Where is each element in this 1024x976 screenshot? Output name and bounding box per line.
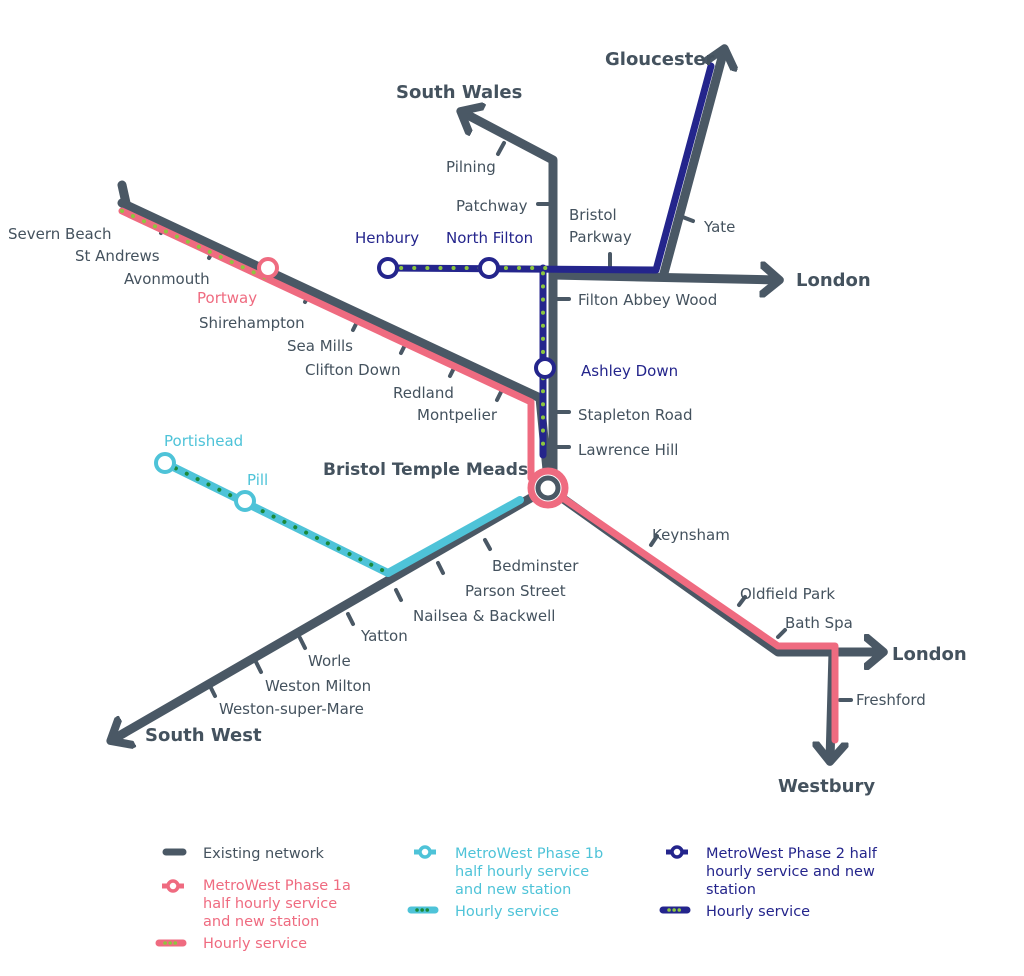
station-freshford[interactable]: Freshford xyxy=(856,691,926,709)
legend: Existing network MetroWest Phase 1a half… xyxy=(155,845,878,952)
station-portishead[interactable]: Portishead xyxy=(164,432,243,450)
legend-phase1b-icon xyxy=(414,845,436,859)
phase1a-lines xyxy=(118,207,839,744)
dest-south-west: South West xyxy=(145,725,262,746)
new-stations xyxy=(154,257,569,512)
station-pilning[interactable]: Pilning xyxy=(446,158,496,176)
station-stapleton-road[interactable]: Stapleton Road xyxy=(578,406,693,424)
line-south-wales xyxy=(462,112,558,493)
legend-phase2-icon xyxy=(666,845,688,859)
station-bath-spa[interactable]: Bath Spa xyxy=(785,614,853,632)
station-ashley-down-marker[interactable] xyxy=(534,357,556,379)
station-yate[interactable]: Yate xyxy=(703,218,735,236)
station-lawrence-hill[interactable]: Lawrence Hill xyxy=(578,441,678,459)
station-pill-marker[interactable] xyxy=(234,490,256,512)
legend-existing: Existing network xyxy=(203,846,325,862)
legend-phase2-1: MetroWest Phase 2 half xyxy=(706,846,878,862)
station-bristol-parkway-1[interactable]: Bristol xyxy=(569,206,617,224)
dest-westbury: Westbury xyxy=(778,776,875,797)
existing-network xyxy=(112,50,882,760)
legend-phase1b-2: half hourly service xyxy=(455,864,589,880)
station-weston-milton[interactable]: Weston Milton xyxy=(265,677,371,695)
station-portishead-marker[interactable] xyxy=(154,452,176,474)
legend-phase1b-1: MetroWest Phase 1b xyxy=(455,846,603,862)
station-north-filton-marker[interactable] xyxy=(478,257,500,279)
station-filton-abbey-wood[interactable]: Filton Abbey Wood xyxy=(578,291,717,309)
station-sea-mills[interactable]: Sea Mills xyxy=(287,337,353,355)
station-henbury-marker[interactable] xyxy=(377,257,399,279)
dest-gloucester: Gloucester xyxy=(605,49,715,70)
dest-south-wales: South Wales xyxy=(396,82,522,103)
legend-phase2-hourly: Hourly service xyxy=(706,904,810,920)
station-north-filton[interactable]: North Filton xyxy=(446,229,533,247)
station-ticks xyxy=(159,141,853,702)
legend-phase1a-hourly: Hourly service xyxy=(203,936,307,952)
legend-phase1b-3: and new station xyxy=(455,882,571,898)
station-patchway[interactable]: Patchway xyxy=(456,197,528,215)
station-nailsea-backwell[interactable]: Nailsea & Backwell xyxy=(413,607,555,625)
station-keynsham[interactable]: Keynsham xyxy=(652,526,730,544)
station-bedminster[interactable]: Bedminster xyxy=(492,557,579,575)
station-portway-marker[interactable] xyxy=(257,257,279,279)
station-st-andrews[interactable]: St Andrews xyxy=(75,247,160,265)
station-parson-street[interactable]: Parson Street xyxy=(465,582,566,600)
dest-london-north: London xyxy=(796,270,871,291)
station-avonmouth[interactable]: Avonmouth xyxy=(124,270,210,288)
station-redland[interactable]: Redland xyxy=(393,384,454,402)
hub-temple-meads: Bristol Temple Meads xyxy=(323,460,528,480)
legend-phase1a-icon xyxy=(162,879,184,893)
station-worle[interactable]: Worle xyxy=(308,652,351,670)
station-oldfield-park[interactable]: Oldfield Park xyxy=(740,585,835,603)
station-clifton-down[interactable]: Clifton Down xyxy=(305,361,401,379)
legend-phase2-2: hourly service and new xyxy=(706,864,875,880)
legend-phase1a-1: MetroWest Phase 1a xyxy=(203,878,351,894)
station-weston-super-mare[interactable]: Weston-super-Mare xyxy=(219,700,364,718)
line-gloucester xyxy=(658,50,724,282)
temple-meads-inner xyxy=(535,475,561,501)
severn-beach-terminus xyxy=(117,180,133,217)
station-ashley-down[interactable]: Ashley Down xyxy=(581,362,678,380)
station-henbury[interactable]: Henbury xyxy=(355,229,419,247)
station-portway[interactable]: Portway xyxy=(197,289,257,307)
station-montpelier[interactable]: Montpelier xyxy=(417,406,498,424)
legend-phase2-3: station xyxy=(706,882,756,898)
station-pill[interactable]: Pill xyxy=(247,471,268,489)
station-severn-beach[interactable]: Severn Beach xyxy=(8,225,112,243)
station-yatton[interactable]: Yatton xyxy=(360,627,408,645)
legend-phase1a-3: and new station xyxy=(203,914,319,930)
legend-phase1a-2: half hourly service xyxy=(203,896,337,912)
dest-london-east: London xyxy=(892,644,967,665)
station-labels: Pilning Patchway Bristol Parkway Yate He… xyxy=(8,158,926,718)
legend-phase1b-hourly: Hourly service xyxy=(455,904,559,920)
station-shirehampton[interactable]: Shirehampton xyxy=(199,314,305,332)
station-bristol-parkway-2[interactable]: Parkway xyxy=(569,228,632,246)
phase1b-lines xyxy=(161,459,524,577)
line-south-west xyxy=(112,483,553,740)
